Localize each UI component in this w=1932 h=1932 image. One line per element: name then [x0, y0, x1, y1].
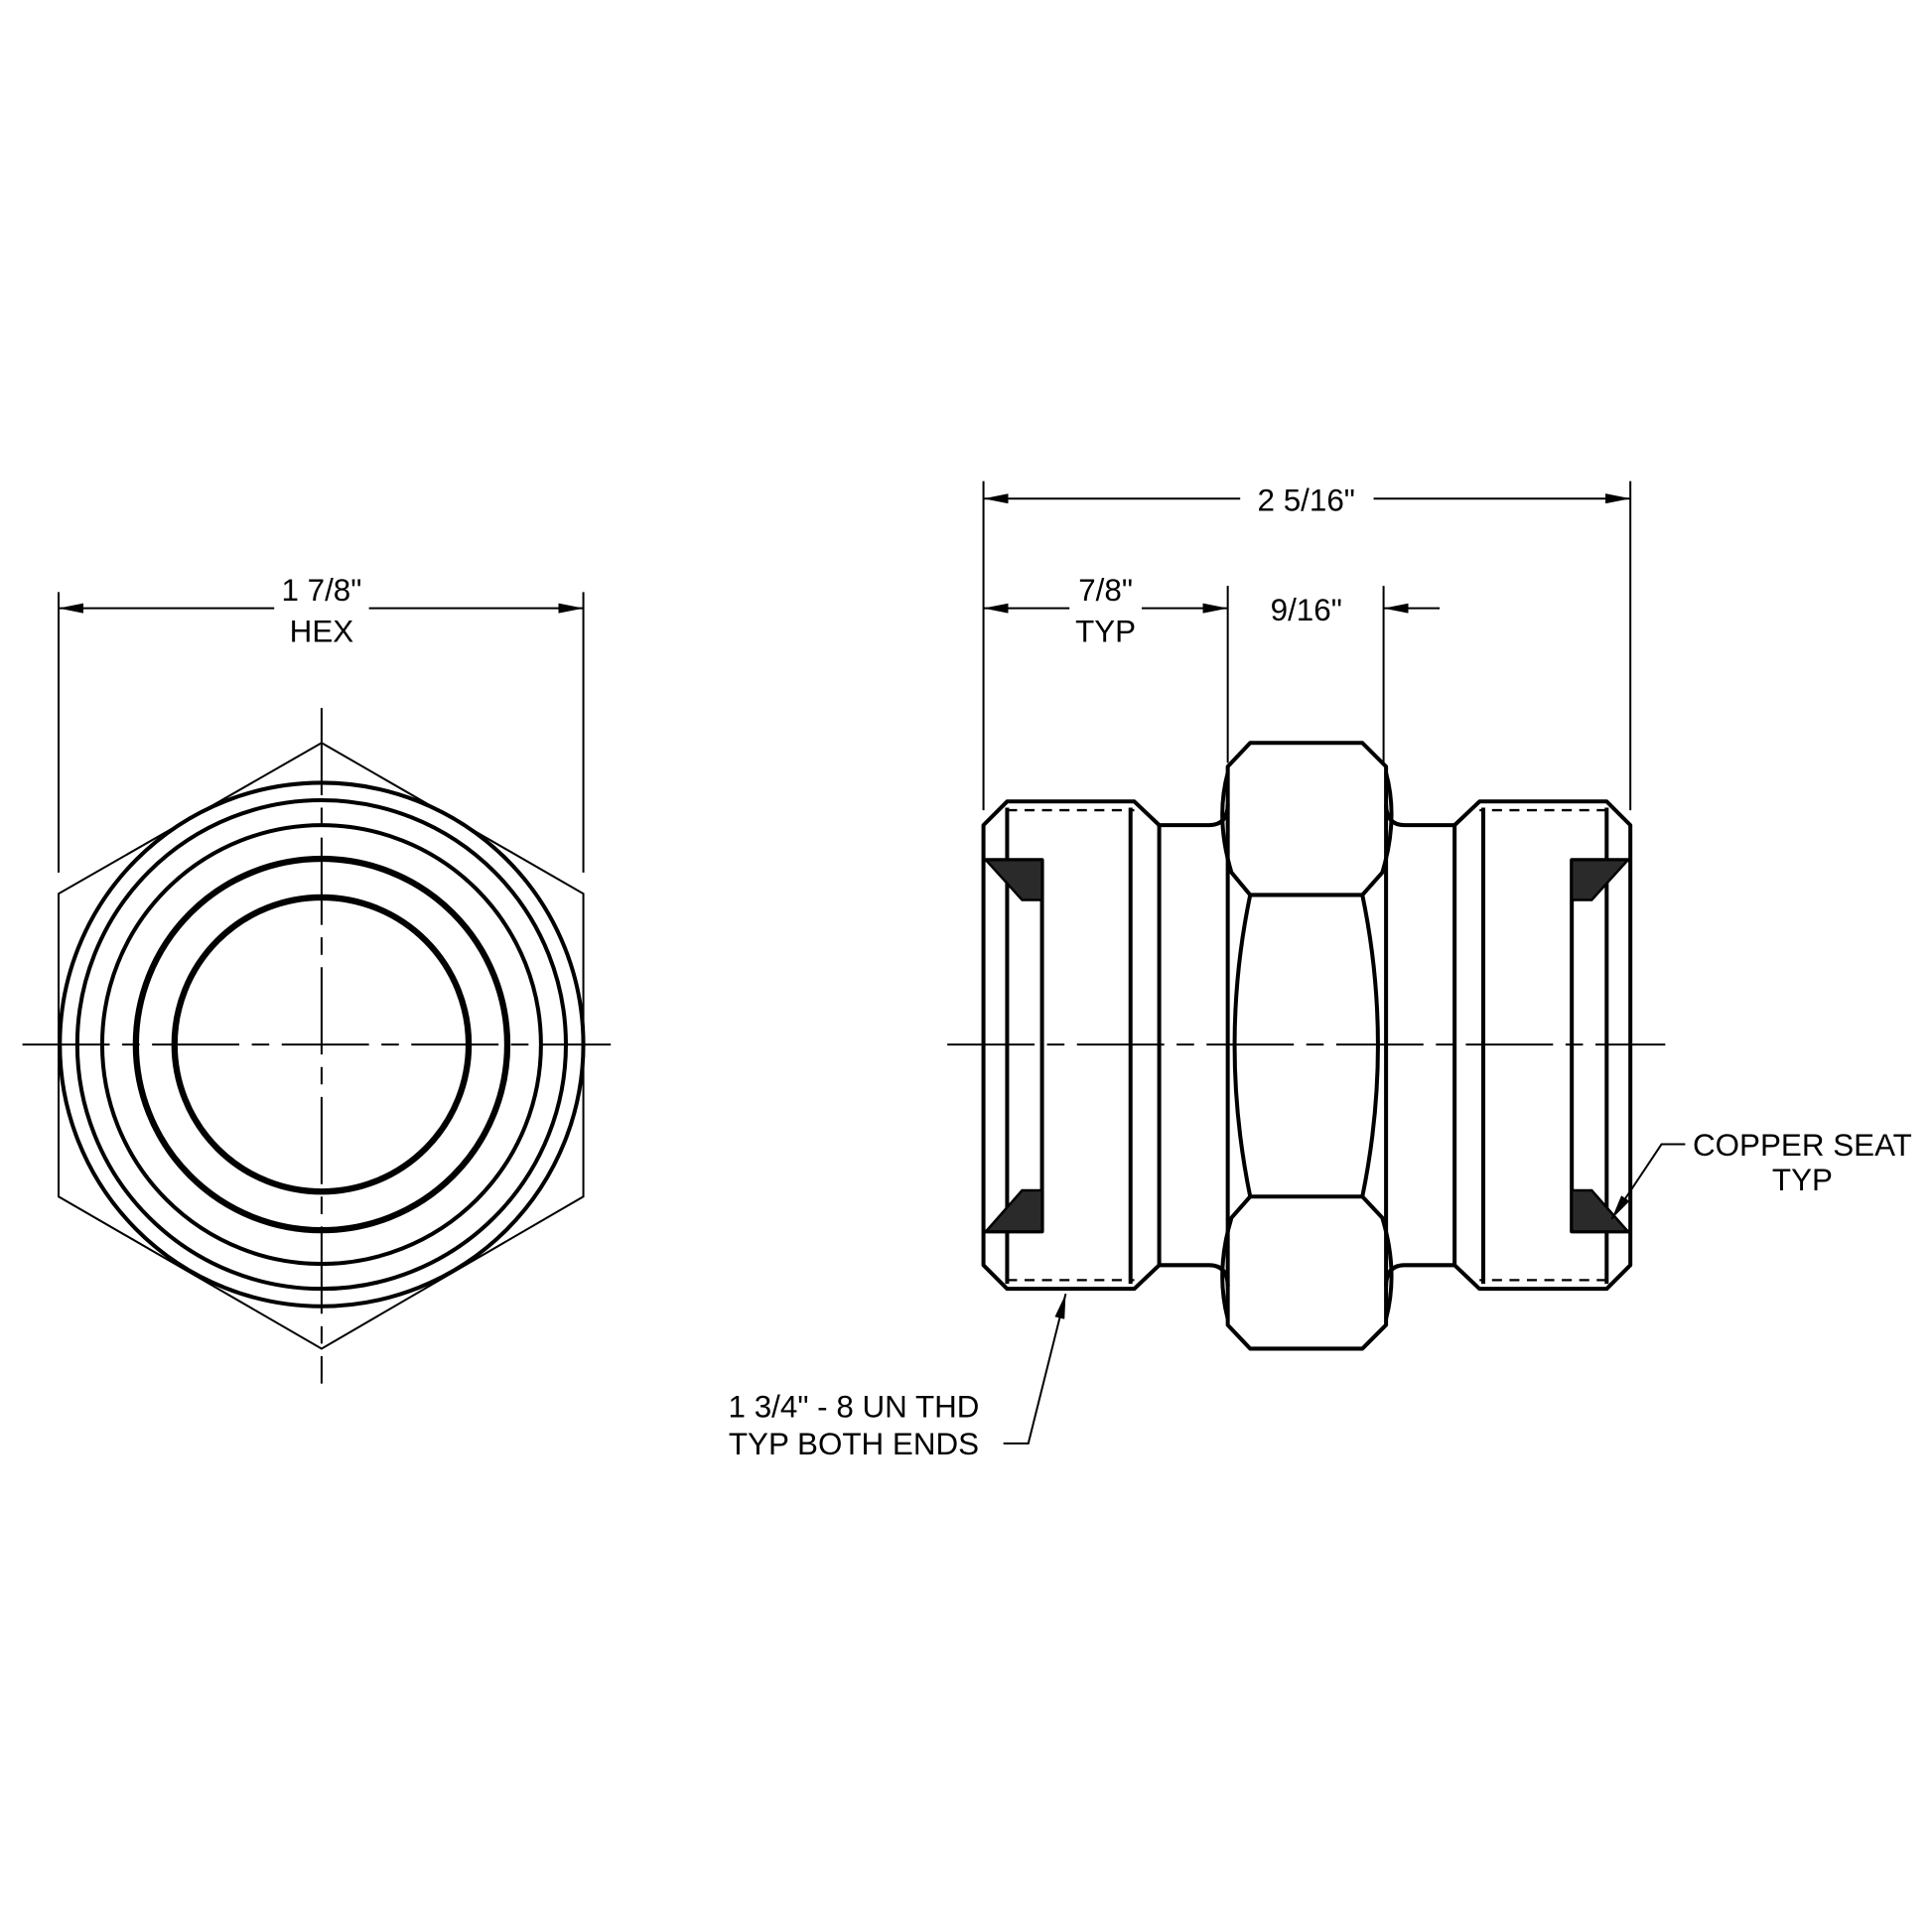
- seat-callout-line1: COPPER SEAT: [1693, 1128, 1912, 1163]
- thread-length-note: TYP: [1075, 615, 1136, 649]
- side-view: 2 5/16" 7/8" TYP 9/16" 1 3/4" - 8 UN THD…: [729, 481, 1912, 1461]
- copper-seat: [983, 1188, 1043, 1233]
- overall-length-text: 2 5/16": [1258, 483, 1355, 518]
- hex-outline: [58, 742, 585, 1350]
- end-view: 1 7/8" HEX: [22, 573, 612, 1384]
- hex-label: HEX: [290, 615, 354, 649]
- copper-seat: [983, 859, 1043, 901]
- center-hex: [1220, 741, 1394, 1351]
- hex-width-text: 9/16": [1271, 593, 1342, 627]
- seat-leader: [1610, 1143, 1686, 1220]
- thread-leader: [1003, 1293, 1067, 1445]
- thread-length-text: 7/8": [1078, 573, 1133, 608]
- thread-callout-line1: 1 3/4" - 8 UN THD: [729, 1389, 980, 1424]
- thread-callout-line2: TYP BOTH ENDS: [729, 1427, 979, 1461]
- right-threaded-end: [1452, 799, 1633, 1292]
- seat-callout-line2: TYP: [1772, 1163, 1833, 1197]
- hex-dimension-text: 1 7/8": [281, 573, 361, 608]
